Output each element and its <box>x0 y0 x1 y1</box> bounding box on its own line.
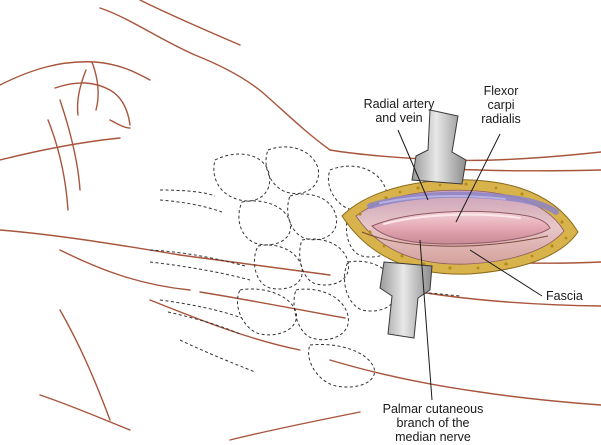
incision <box>341 179 579 275</box>
label-line: Flexor <box>483 84 519 98</box>
label-flexor-carpi-radialis: Flexor carpi radialis <box>466 84 536 126</box>
leader-lines <box>397 129 543 401</box>
label-radial-artery-and-vein: Radial artery and vein <box>344 97 454 125</box>
label-line: carpi <box>487 98 515 112</box>
label-line: branch of the <box>396 416 470 430</box>
leader-palmar-cutaneous <box>419 239 433 401</box>
label-line: radialis <box>481 112 521 126</box>
label-line: median nerve <box>395 430 471 444</box>
lower-retractor <box>379 261 433 339</box>
leader-fascia <box>469 249 543 297</box>
label-palmar-cutaneous-branch: Palmar cutaneous branch of the median ne… <box>368 402 498 444</box>
label-fascia: Fascia <box>546 289 583 303</box>
leader-radial-artery <box>397 129 429 201</box>
label-line: Radial artery <box>363 97 435 111</box>
upper-retractor <box>411 109 467 185</box>
label-line: and vein <box>375 111 423 125</box>
label-line: Fascia <box>546 289 583 303</box>
leader-flexor-carpi <box>455 133 501 223</box>
label-line: Palmar cutaneous <box>382 402 484 416</box>
